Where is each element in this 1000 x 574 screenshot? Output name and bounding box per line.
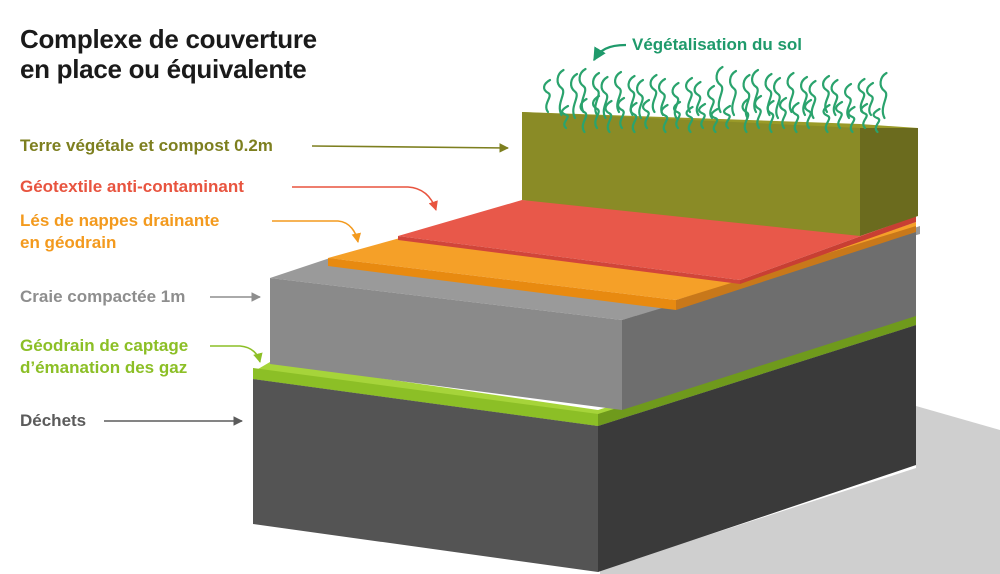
grass-blade [857, 77, 866, 114]
grass-blade [649, 73, 658, 114]
grass-blade [723, 104, 732, 130]
grass-blade [742, 73, 751, 120]
grass-blade [658, 77, 667, 117]
grass-blade [629, 101, 638, 134]
topsoil-front [522, 112, 860, 236]
grass-blade [808, 79, 817, 120]
label-geotextile: Géotextile anti-contaminant [20, 177, 244, 196]
grass-blade [710, 107, 719, 134]
label-gas-line-2: d’émanation des gaz [20, 358, 188, 377]
chalk-front [270, 278, 622, 410]
grass-blade [707, 84, 716, 120]
label-gas-drain: Géodrain de captage d’émanation des gaz [20, 335, 188, 379]
label-drain-line-2: en géodrain [20, 233, 117, 252]
vegetation-arrow [593, 43, 627, 62]
geotextile-front [398, 236, 740, 284]
grass-blade [570, 72, 579, 120]
chalk-top [270, 226, 920, 320]
grass-blade [592, 71, 601, 117]
grass-blade [773, 76, 782, 120]
waste-block-side [598, 325, 916, 572]
grass-blade [754, 94, 763, 130]
title-line-1: Complexe de couverture [20, 24, 317, 54]
grass-blade [779, 96, 788, 130]
grass-blade [673, 100, 682, 130]
grass-blade [617, 96, 626, 130]
grass-blade [636, 78, 645, 120]
grass-blade [729, 69, 738, 117]
label-chalk: Craie compactée 1m [20, 287, 186, 306]
grass-blade [847, 105, 856, 134]
grass-blade [872, 107, 881, 134]
label-waste: Déchets [20, 411, 87, 430]
chalk-side [622, 232, 916, 410]
grass-blade [693, 80, 702, 117]
grass-blade [822, 103, 831, 134]
geotextile-side [740, 216, 916, 284]
grass-blade [800, 75, 809, 117]
vegetation-grass [543, 65, 888, 134]
grass-blade [685, 76, 694, 114]
grass-blade [642, 98, 651, 130]
grass-blade [592, 94, 601, 130]
grass-blade [791, 101, 800, 134]
grass-blade [879, 71, 888, 120]
label-vegetation: Végétalisation du sol [632, 35, 803, 54]
grass-blade [741, 97, 750, 134]
label-drain-line-1: Lés de nappes drainante [20, 211, 220, 230]
gas-arrow [210, 345, 263, 363]
grass-blade [822, 74, 831, 114]
topsoil-side [860, 128, 918, 236]
grass-blade [844, 82, 853, 120]
label-gas-line-1: Géodrain de captage [20, 336, 189, 355]
grass-blade [604, 99, 613, 134]
drain-sheet-front [328, 258, 676, 310]
waste-block-front [253, 379, 598, 572]
grass-blade [698, 102, 707, 130]
grass-blade [835, 100, 844, 130]
drain-sheet-side [676, 226, 916, 310]
drain-arrow [272, 220, 362, 243]
gas-drain-front [253, 368, 598, 426]
grass-blade [600, 75, 609, 120]
drain-sheet-top [328, 222, 916, 300]
title-line-2: en place ou équivalente [20, 54, 307, 84]
ground-shadow [600, 406, 1000, 574]
grass-blade [556, 68, 565, 117]
geotextile-arrow [292, 186, 438, 211]
grass-blade [766, 99, 775, 134]
grass-blade [660, 103, 669, 134]
gas-drain-side [598, 314, 916, 426]
grass-blade [579, 97, 588, 134]
label-topsoil: Terre végétale et compost 0.2m [20, 136, 273, 155]
grass-blade [685, 105, 694, 134]
grass-blade [860, 102, 869, 130]
grass-blade [830, 78, 839, 117]
grass-blade [561, 104, 570, 130]
diagram-title: Complexe de couverture en place ou équiv… [20, 24, 317, 84]
grass-blade [786, 71, 795, 114]
grass-blade [804, 98, 813, 130]
topsoil-arrow [311, 143, 509, 153]
grass-blade [715, 65, 724, 114]
grass-blade [543, 78, 552, 114]
label-drain: Lés de nappes drainante en géodrain [20, 210, 219, 254]
grass-blade [866, 81, 875, 117]
